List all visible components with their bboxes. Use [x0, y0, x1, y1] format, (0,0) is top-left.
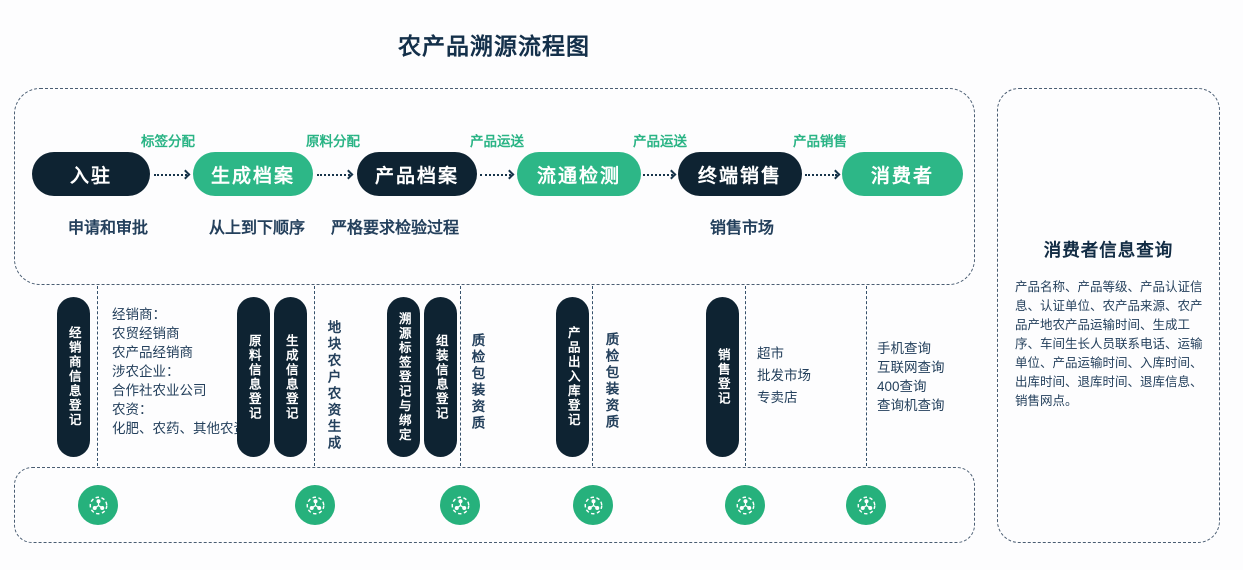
query-methods-textblock: 手机查询 互联网查询 400查询 查询机查询: [877, 339, 945, 415]
network-hub-icon: [78, 485, 118, 525]
transition-label-product-shipping-1: 产品运送: [470, 134, 524, 149]
stage-pill-generate-archive: 生成档案: [193, 152, 313, 196]
text-line: 超市: [757, 346, 784, 361]
stage-pill-consumer: 消费者: [842, 152, 963, 196]
vpill-sales-registration: 销售登记: [706, 297, 739, 457]
text-line: 手机查询: [877, 341, 931, 356]
text-line: 400查询: [877, 379, 927, 394]
column-divider: [745, 286, 746, 466]
arrow-right-icon: [317, 169, 354, 180]
text-line: 互联网查询: [877, 360, 945, 375]
consumer-panel-title: 消费者信息查询: [1043, 240, 1174, 260]
column-divider: [866, 286, 867, 466]
arrow-right-icon: [480, 169, 515, 180]
vpill-assembly-info-registration: 组装信息登记: [424, 297, 457, 457]
stage-sublabel-product-archive: 严格要求检验过程: [330, 220, 460, 237]
stage-sublabel-terminal-sales: 销售市场: [709, 220, 775, 237]
stage-pill-onboarding: 入驻: [32, 152, 150, 196]
chevron-right-icon: [830, 169, 841, 180]
network-hub-icon: [573, 485, 613, 525]
arrow-right-icon: [643, 169, 677, 180]
column-divider: [460, 286, 461, 466]
network-hub-icon: [846, 485, 886, 525]
column-divider: [314, 286, 315, 466]
note-plot-farmer-material: 地块农户农资生成: [325, 320, 341, 457]
note-qc-packaging-1: 质检包装资质: [469, 333, 485, 437]
vpill-product-inout-registration: 产品出入库登记: [556, 297, 589, 457]
text-line: 批发市场: [757, 368, 811, 383]
arrow-right-icon: [154, 169, 191, 180]
dotted-line: [317, 173, 350, 176]
dotted-line: [154, 173, 187, 176]
text-line: 涉农企业：: [112, 364, 180, 379]
chevron-right-icon: [343, 169, 354, 180]
transition-label-tag-allocation: 标签分配: [141, 134, 195, 149]
note-qc-packaging-2: 质检包装资质: [603, 332, 619, 436]
network-hub-icon: [295, 485, 335, 525]
consumer-query-panel: 消费者信息查询 产品名称、产品等级、产品认证信息、认证单位、农产品来源、农产品产…: [997, 88, 1220, 543]
transition-label-product-shipping-2: 产品运送: [633, 134, 687, 149]
network-hub-icon: [440, 485, 480, 525]
text-line: 查询机查询: [877, 398, 945, 413]
stage-pill-circulation-check: 流通检测: [517, 152, 641, 196]
market-types-textblock: 超市 批发市场 专卖店: [757, 343, 811, 409]
vpill-label: 溯源标签登记与绑定: [396, 311, 411, 443]
dotted-line: [805, 173, 837, 176]
hub-strip-container: [14, 467, 975, 543]
dealer-types-textblock: 经销商： 农贸经销商 农产品经销商 涉农企业： 合作社农业公司 农资： 化肥、农…: [112, 305, 247, 438]
text-line: 经销商：: [112, 307, 166, 322]
arrow-right-icon: [805, 169, 841, 180]
text-line: 农产品经销商: [112, 345, 193, 360]
vpill-label: 经销商信息登记: [66, 326, 81, 428]
dotted-line: [480, 173, 511, 176]
vpill-label: 组装信息登记: [433, 333, 448, 421]
vnote-text: 地块农户农资生成: [325, 320, 341, 452]
vpill-label: 销售登记: [715, 348, 730, 406]
column-divider: [592, 286, 593, 466]
vpill-dealer-info-registration: 经销商信息登记: [57, 297, 90, 457]
vpill-label: 产品出入库登记: [565, 326, 580, 428]
chevron-right-icon: [180, 169, 191, 180]
dotted-line: [643, 173, 673, 176]
vpill-trace-label-binding: 溯源标签登记与绑定: [387, 297, 420, 457]
text-line: 化肥、农药、其他农资: [112, 421, 247, 436]
stage-sublabel-generate: 从上到下顺序: [208, 220, 306, 237]
consumer-panel-body: 产品名称、产品等级、产品认证信息、认证单位、农产品来源、农产品产地农产品运输时间…: [1015, 280, 1203, 408]
vpill-material-info-registration: 原料信息登记: [237, 297, 270, 457]
network-hub-icon: [725, 485, 765, 525]
vnote-text: 质检包装资质: [469, 333, 485, 432]
text-line: 合作社农业公司: [112, 383, 207, 398]
flow-stages-container: [14, 88, 975, 285]
text-line: 农贸经销商: [112, 326, 180, 341]
stage-pill-terminal-sales: 终端销售: [678, 152, 802, 196]
text-line: 专卖店: [757, 390, 798, 405]
transition-label-material-allocation: 原料分配: [306, 134, 360, 149]
vpill-label: 原料信息登记: [246, 333, 261, 421]
page-title: 农产品溯源流程图: [398, 33, 590, 59]
transition-label-product-sales: 产品销售: [793, 134, 847, 149]
column-divider: [97, 286, 98, 466]
chevron-right-icon: [666, 169, 677, 180]
text-line: 农资：: [112, 402, 153, 417]
stage-pill-product-archive: 产品档案: [357, 152, 477, 196]
stage-sublabel-onboarding: 申请和审批: [67, 220, 149, 237]
chevron-right-icon: [504, 169, 515, 180]
vpill-generate-info-registration: 生成信息登记: [274, 297, 307, 457]
vpill-label: 生成信息登记: [283, 333, 298, 421]
vnote-text: 质检包装资质: [603, 332, 619, 431]
